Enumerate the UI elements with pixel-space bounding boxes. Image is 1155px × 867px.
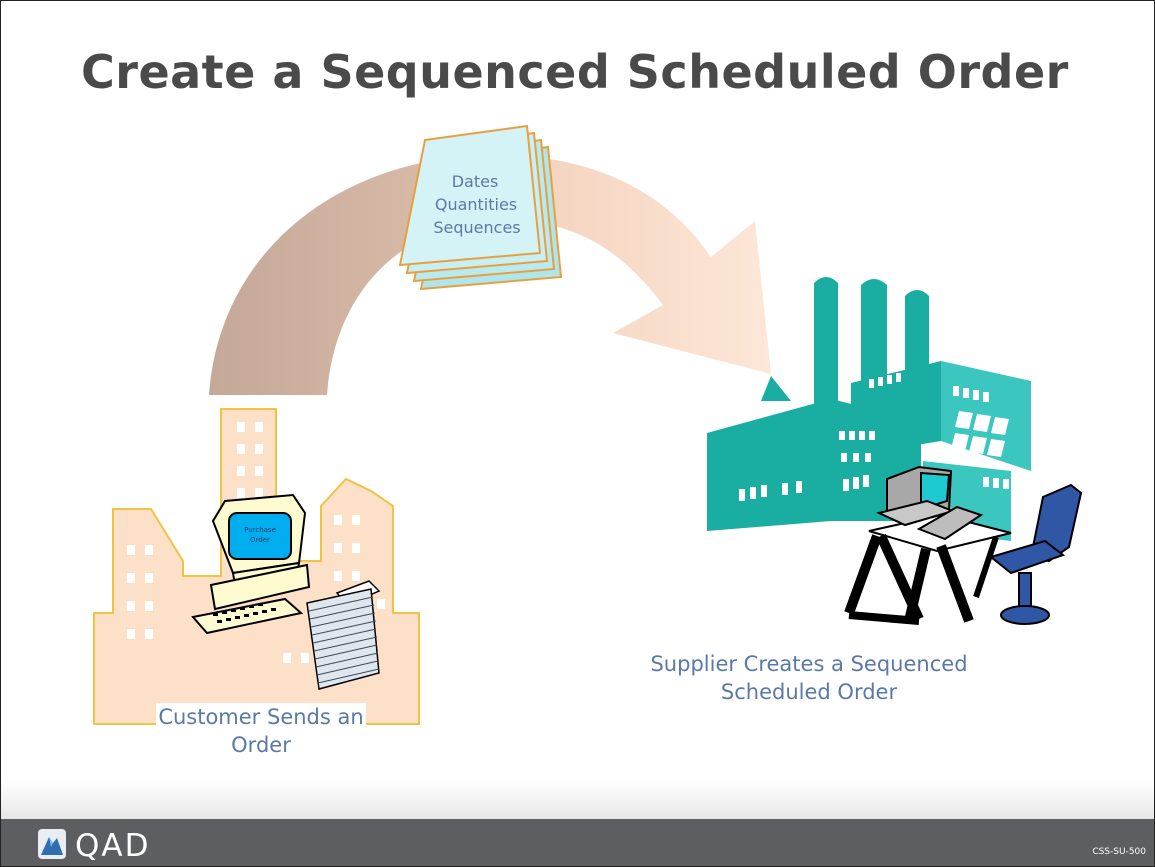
document-line-sequences: Sequences [433, 218, 520, 237]
slide-code: CSS-SU-500 [1092, 847, 1146, 857]
building-windows [127, 422, 385, 663]
document-stack: Dates Quantities Sequences [398, 124, 563, 291]
factory-windows [951, 411, 1009, 457]
document-line-dates: Dates [452, 172, 499, 191]
factory [707, 277, 1031, 541]
monitor-label-purchase: Purchase [244, 526, 276, 534]
qad-logo-icon [38, 829, 66, 859]
footer-fade [1, 781, 1154, 819]
qad-logo-text: QAD [75, 828, 151, 864]
curved-arrow [209, 154, 771, 395]
customer-computer: Purchase Order [191, 493, 311, 635]
document-line-quantities: Quantities [435, 195, 517, 214]
slide-title: Create a Sequenced Scheduled Order [81, 45, 1069, 99]
supplier-caption: Supplier Creates a Sequenced Scheduled O… [650, 652, 968, 704]
paper-stack [306, 580, 381, 690]
supplier-workstation [844, 465, 1083, 625]
monitor-label-order: Order [250, 536, 270, 544]
footer-bar [1, 819, 1154, 866]
customer-caption: Customer Sends an Order [156, 703, 366, 759]
